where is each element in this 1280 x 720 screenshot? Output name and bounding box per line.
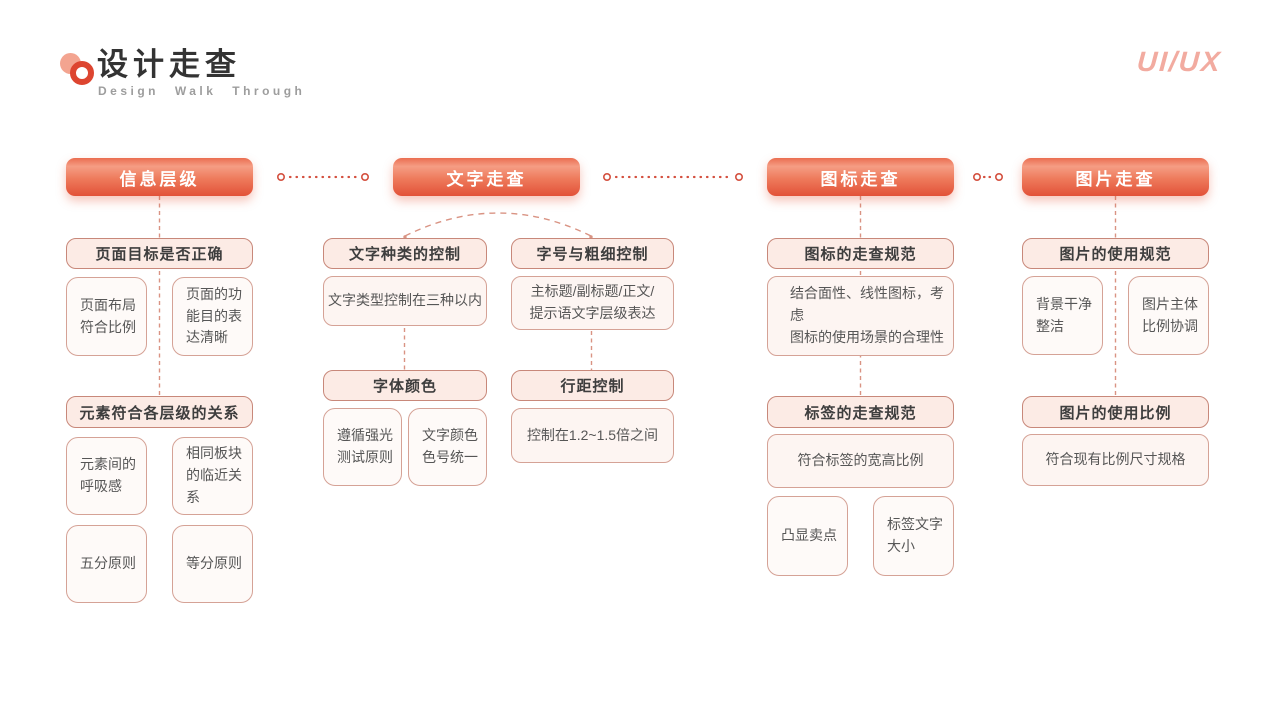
node-label: 图标的走查规范 (804, 246, 917, 263)
node-strong-light-test: 遵循强光 测试原则 (323, 408, 402, 486)
node-label: 凸显卖点 (781, 527, 837, 544)
column-header-icon-review: 图标走查 (767, 158, 954, 196)
node-page-layout-ratio: 页面布局 符合比例 (66, 277, 147, 356)
page-title: 设计走查 (97, 47, 241, 82)
node-image-usage-ratio: 图片的使用比例 (1022, 396, 1209, 428)
node-tag-review-spec: 标签的走查规范 (767, 396, 954, 428)
node-page-goal: 页面目标是否正确 (66, 238, 253, 269)
node-label: 行距控制 (560, 378, 625, 395)
node-text-type-control: 文字种类的控制 (323, 238, 487, 269)
node-line-spacing-control: 行距控制 (511, 370, 674, 401)
node-label: 符合现有比例尺寸规格 (1045, 451, 1186, 468)
node-label: 文字类型控制在三种以内 (328, 292, 482, 309)
node-label: 结合面性、线性图标，考虑 图标的使用场景的合理性 (790, 285, 944, 345)
node-label: 图片的使用比例 (1059, 404, 1172, 422)
node-title-hierarchy-expression: 主标题/副标题/正文/ 提示语文字层级表达 (511, 276, 674, 330)
column-header-info-hierarchy: 信息层级 (66, 158, 253, 196)
node-label: 字体颜色 (372, 378, 437, 395)
node-label: 控制在1.2~1.5倍之间 (526, 426, 659, 443)
column-header-label: 图片走查 (1075, 169, 1156, 189)
column-header-image-review: 图片走查 (1022, 158, 1209, 196)
node-tag-text-size: 标签文字 大小 (873, 496, 954, 576)
node-font-size-weight-control: 字号与粗细控制 (511, 238, 674, 269)
node-label: 图片的使用规范 (1059, 246, 1172, 263)
node-label: 相同板块 的临近关 系 (186, 445, 242, 505)
node-label: 字号与粗细控制 (536, 246, 649, 263)
column-header-label: 图标走查 (820, 169, 901, 189)
node-label: 符合标签的宽高比例 (797, 452, 924, 469)
column-header-label: 文字走查 (446, 169, 527, 189)
node-label: 五分原则 (80, 555, 136, 572)
node-label: 文字颜色 色号统一 (422, 427, 478, 465)
node-image-subject-ratio: 图片主体 比例协调 (1128, 276, 1209, 355)
node-line-spacing-range: 控制在1.2~1.5倍之间 (511, 408, 674, 463)
node-label: 等分原则 (186, 555, 242, 572)
node-image-usage-spec: 图片的使用规范 (1022, 238, 1209, 269)
node-label: 背景干净 整洁 (1036, 295, 1092, 334)
header-link-3 (972, 173, 1003, 182)
node-text-type-limit: 文字类型控制在三种以内 (323, 276, 487, 326)
header-link-2 (602, 173, 743, 182)
node-image-size-spec: 符合现有比例尺寸规格 (1022, 434, 1209, 486)
node-icon-review-spec: 图标的走查规范 (767, 238, 954, 269)
node-equal-split-principle: 等分原则 (172, 525, 253, 603)
node-element-breathing: 元素间的 呼吸感 (66, 437, 147, 515)
node-label: 元素符合各层级的关系 (79, 404, 240, 422)
node-text-color-unified: 文字颜色 色号统一 (408, 408, 487, 486)
column-header-label: 信息层级 (119, 169, 200, 189)
node-font-color: 字体颜色 (323, 370, 487, 401)
node-label: 标签的走查规范 (804, 404, 917, 422)
text-review-arc (403, 212, 593, 239)
node-similar-block-proximity: 相同板块 的临近关 系 (172, 437, 253, 515)
node-label: 图片主体 比例协调 (1142, 295, 1198, 334)
node-highlight-selling-point: 凸显卖点 (767, 496, 848, 576)
header-link-1 (276, 173, 369, 182)
node-label: 页面目标是否正确 (95, 246, 224, 263)
node-page-function-clarity: 页面的功 能目的表 达清晰 (172, 277, 253, 356)
node-label: 标签文字 大小 (887, 516, 943, 554)
node-label: 页面布局 符合比例 (80, 296, 136, 335)
node-icon-usage-scene: 结合面性、线性图标，考虑 图标的使用场景的合理性 (767, 276, 954, 356)
node-label: 页面的功 能目的表 达清晰 (186, 285, 242, 346)
node-element-hierarchy: 元素符合各层级的关系 (66, 396, 253, 428)
node-tag-aspect-ratio: 符合标签的宽高比例 (767, 434, 954, 488)
node-label: 元素间的 呼吸感 (80, 456, 136, 494)
node-clean-background: 背景干净 整洁 (1022, 276, 1103, 355)
column-header-text-review: 文字走查 (393, 158, 580, 196)
node-label: 文字种类的控制 (348, 246, 461, 263)
node-five-split-principle: 五分原则 (66, 525, 147, 603)
logo-circles-icon (60, 53, 100, 91)
page-subtitle: Design Walk Through (98, 84, 306, 98)
node-label: 主标题/副标题/正文/ 提示语文字层级表达 (529, 283, 656, 321)
node-label: 遵循强光 测试原则 (337, 427, 393, 465)
